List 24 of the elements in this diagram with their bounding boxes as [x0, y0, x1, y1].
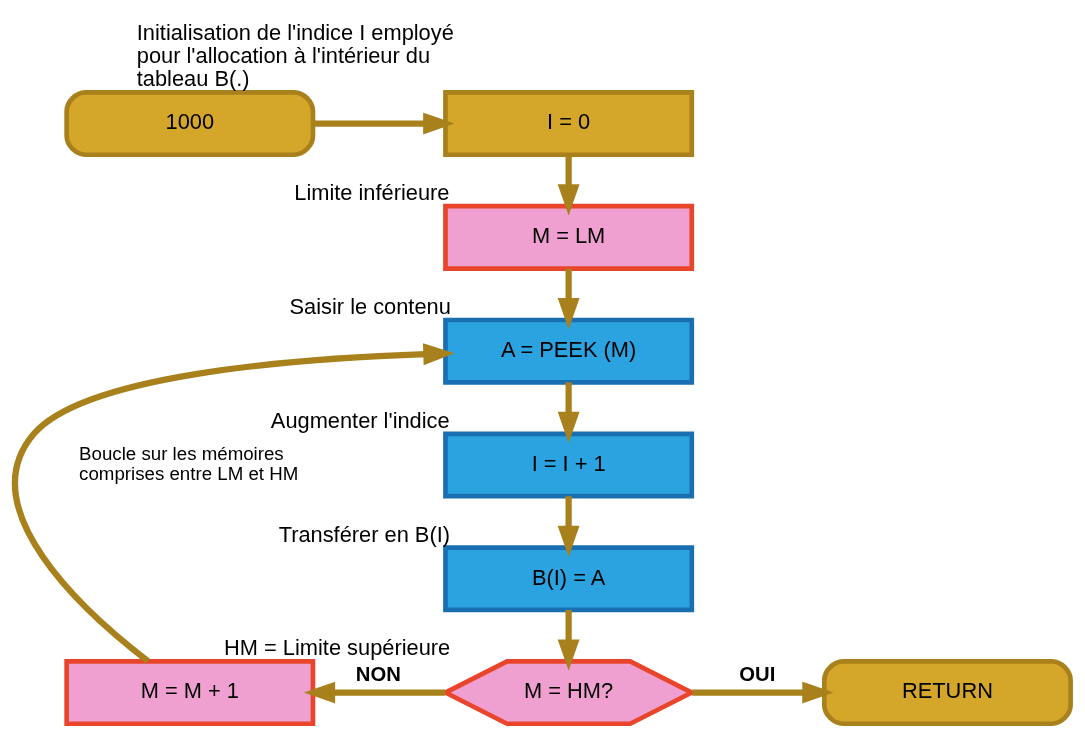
node-label: Limite inférieure [294, 179, 450, 205]
arrow [12, 342, 455, 664]
arrow [692, 681, 834, 704]
node-label: Saisir le contenu [289, 293, 451, 319]
arrow [313, 112, 455, 134]
label: Boucle sur les mémoires comprises entre LM et HM [79, 442, 299, 484]
node-label: Augmenter l'indice [270, 407, 450, 433]
node-label: Initialisation de l'indice I employé pour l'allocation à l'intérieur du tableau B(.) [136, 19, 454, 91]
arrow [557, 154, 580, 215]
arrow [557, 381, 580, 443]
arrow [303, 681, 446, 704]
node-label: HM = Limite supérieure [224, 634, 451, 660]
node-box: M = LM [443, 203, 695, 271]
node-box: RETURN [821, 658, 1073, 726]
node-box: I = 0 [443, 89, 695, 157]
node-box: I = I + 1 [443, 430, 695, 498]
edge-label: NON [355, 662, 401, 685]
node-box: A = PEEK (M) [443, 317, 695, 385]
node-box: M = M + 1 [64, 658, 316, 726]
arrow [557, 609, 580, 671]
node-label: Transférer en B(I) [278, 521, 450, 547]
arrow [557, 268, 580, 329]
edge-label: OUI [739, 662, 776, 685]
arrow [557, 495, 580, 557]
